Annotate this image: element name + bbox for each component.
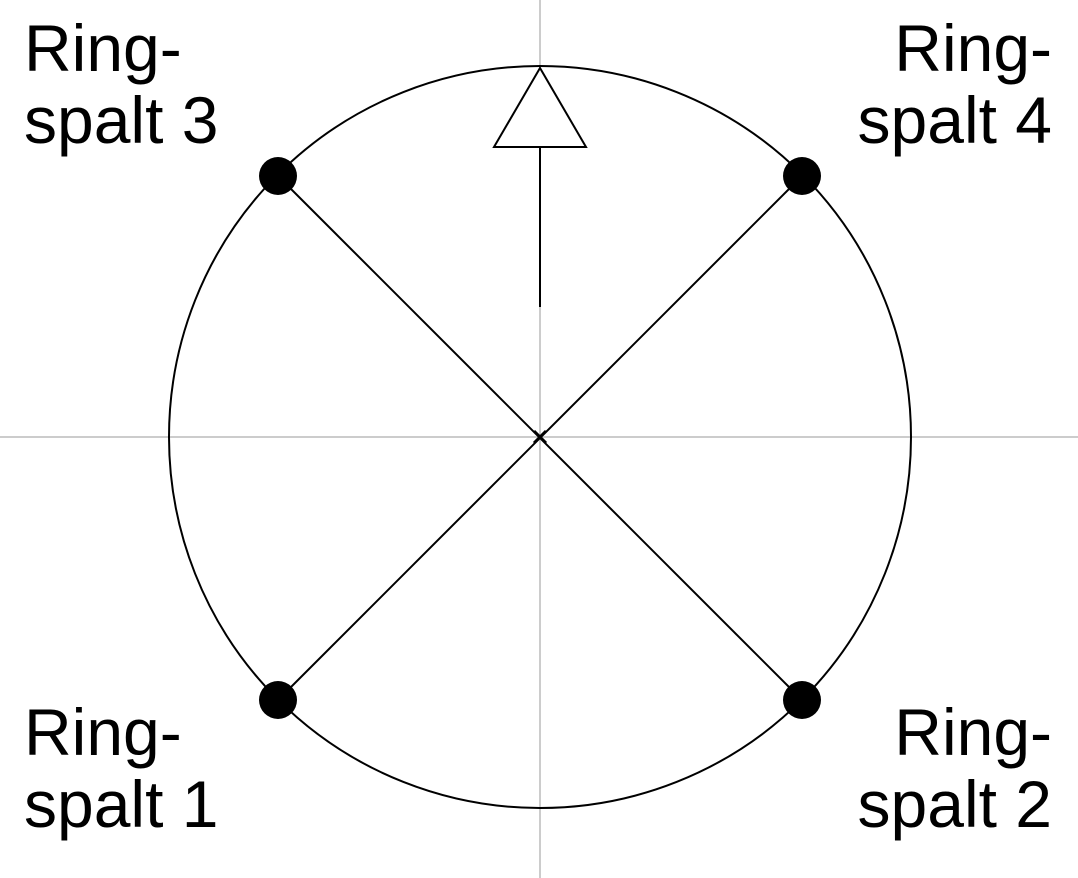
label-ring-gap-3: Ring- spalt 3 xyxy=(24,12,218,156)
arrow-head-icon xyxy=(492,66,588,148)
ring-gap-2-dot xyxy=(783,681,821,719)
label-line1: Ring- xyxy=(894,695,1052,769)
label-ring-gap-4: Ring- spalt 4 xyxy=(858,12,1052,156)
ring-gap-3-dot xyxy=(259,157,297,195)
label-ring-gap-2: Ring- spalt 2 xyxy=(858,696,1052,840)
ring-gap-1-dot xyxy=(259,681,297,719)
label-line2: spalt 4 xyxy=(857,83,1052,157)
ring-gap-4-dot xyxy=(783,157,821,195)
label-line2: spalt 1 xyxy=(24,767,219,841)
label-line2: spalt 2 xyxy=(857,767,1052,841)
center-mark-icon xyxy=(532,429,548,445)
label-line1: Ring- xyxy=(24,11,182,85)
label-line1: Ring- xyxy=(894,11,1052,85)
label-line2: spalt 3 xyxy=(24,83,219,157)
outer-circle xyxy=(168,65,912,809)
label-ring-gap-1: Ring- spalt 1 xyxy=(24,696,218,840)
label-line1: Ring- xyxy=(24,695,182,769)
